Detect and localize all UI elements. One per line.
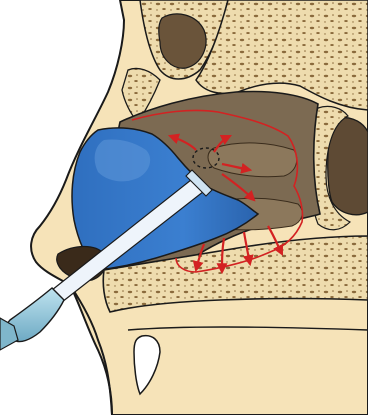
frontal-sinus	[159, 14, 206, 68]
